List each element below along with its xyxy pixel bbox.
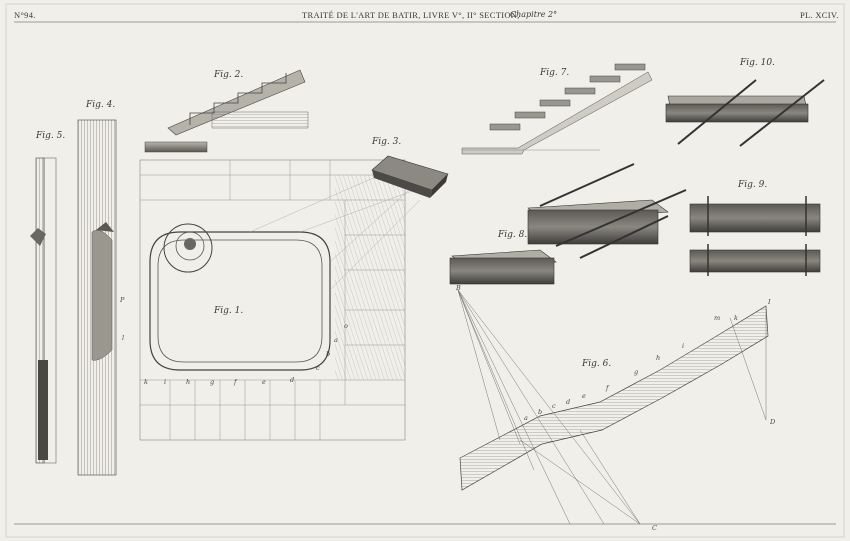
fig8-drawing — [449, 163, 687, 285]
plate-reference: PL. XCIV. — [800, 10, 839, 20]
letter-D: D — [770, 418, 776, 426]
plate-chapter: Chapitre 2° — [510, 10, 558, 19]
fig1-caption: Fig. 1. — [214, 306, 244, 316]
letter-g-plan: g — [210, 378, 215, 386]
letter-l-left: l — [122, 334, 125, 342]
letter-d-dev: d — [566, 398, 571, 406]
fig10-drawing — [665, 79, 825, 147]
letter-h-dev: h — [656, 354, 661, 362]
letter-I: I — [768, 298, 771, 306]
letter-a-dev: a — [524, 414, 528, 422]
fig7-drawing — [461, 63, 653, 155]
fig5-drawing — [30, 157, 57, 464]
fig7-caption: Fig. 7. — [540, 68, 570, 78]
fig9-caption: Fig. 9. — [738, 180, 768, 190]
letter-i-dev: i — [682, 342, 685, 350]
letter-c-dev: c — [552, 402, 556, 410]
fig4-caption: Fig. 4. — [86, 100, 116, 110]
fig9-drawing — [689, 196, 821, 276]
letter-C: C — [652, 524, 657, 532]
fig5-caption: Fig. 5. — [36, 131, 66, 141]
letter-g-dev: g — [634, 368, 639, 376]
letter-d-plan: d — [290, 376, 295, 384]
letter-h-plan: h — [186, 378, 191, 386]
letter-a-plan: a — [334, 336, 338, 344]
letter-b-plan: b — [326, 350, 331, 358]
letter-k-plan: k — [144, 378, 148, 386]
fig10-caption: Fig. 10. — [740, 58, 775, 68]
fig3-drawing — [371, 155, 449, 198]
letter-m-dev: m — [714, 314, 721, 322]
letter-b-dev: b — [538, 408, 543, 416]
fig1-plan — [139, 159, 421, 441]
fig3-caption: Fig. 3. — [372, 137, 402, 147]
fig8-caption: Fig. 8. — [498, 230, 528, 240]
fig4-drawing — [77, 119, 117, 476]
fig2-caption: Fig. 2. — [214, 70, 244, 80]
fig2-drawing — [144, 69, 309, 153]
letter-k-dev: k — [734, 314, 738, 322]
plate-number: N°94. — [14, 10, 36, 20]
letter-o-plan: o — [344, 322, 348, 330]
letter-e-plan: e — [262, 378, 266, 386]
letter-c-plan: c — [316, 364, 320, 372]
letter-i-plan: i — [164, 378, 167, 386]
letter-P: P — [120, 296, 125, 304]
plate-border — [5, 3, 845, 538]
letter-e-dev: e — [582, 392, 586, 400]
letter-f-dev: f — [606, 384, 609, 392]
fig6-caption: Fig. 6. — [582, 359, 612, 369]
fig6-drawing — [457, 289, 769, 525]
letter-f-plan: f — [234, 378, 237, 386]
plate-title: TRAITÉ DE L'ART DE BATIR, LIVRE V°, II° … — [302, 10, 520, 20]
letter-B: B — [456, 284, 461, 292]
